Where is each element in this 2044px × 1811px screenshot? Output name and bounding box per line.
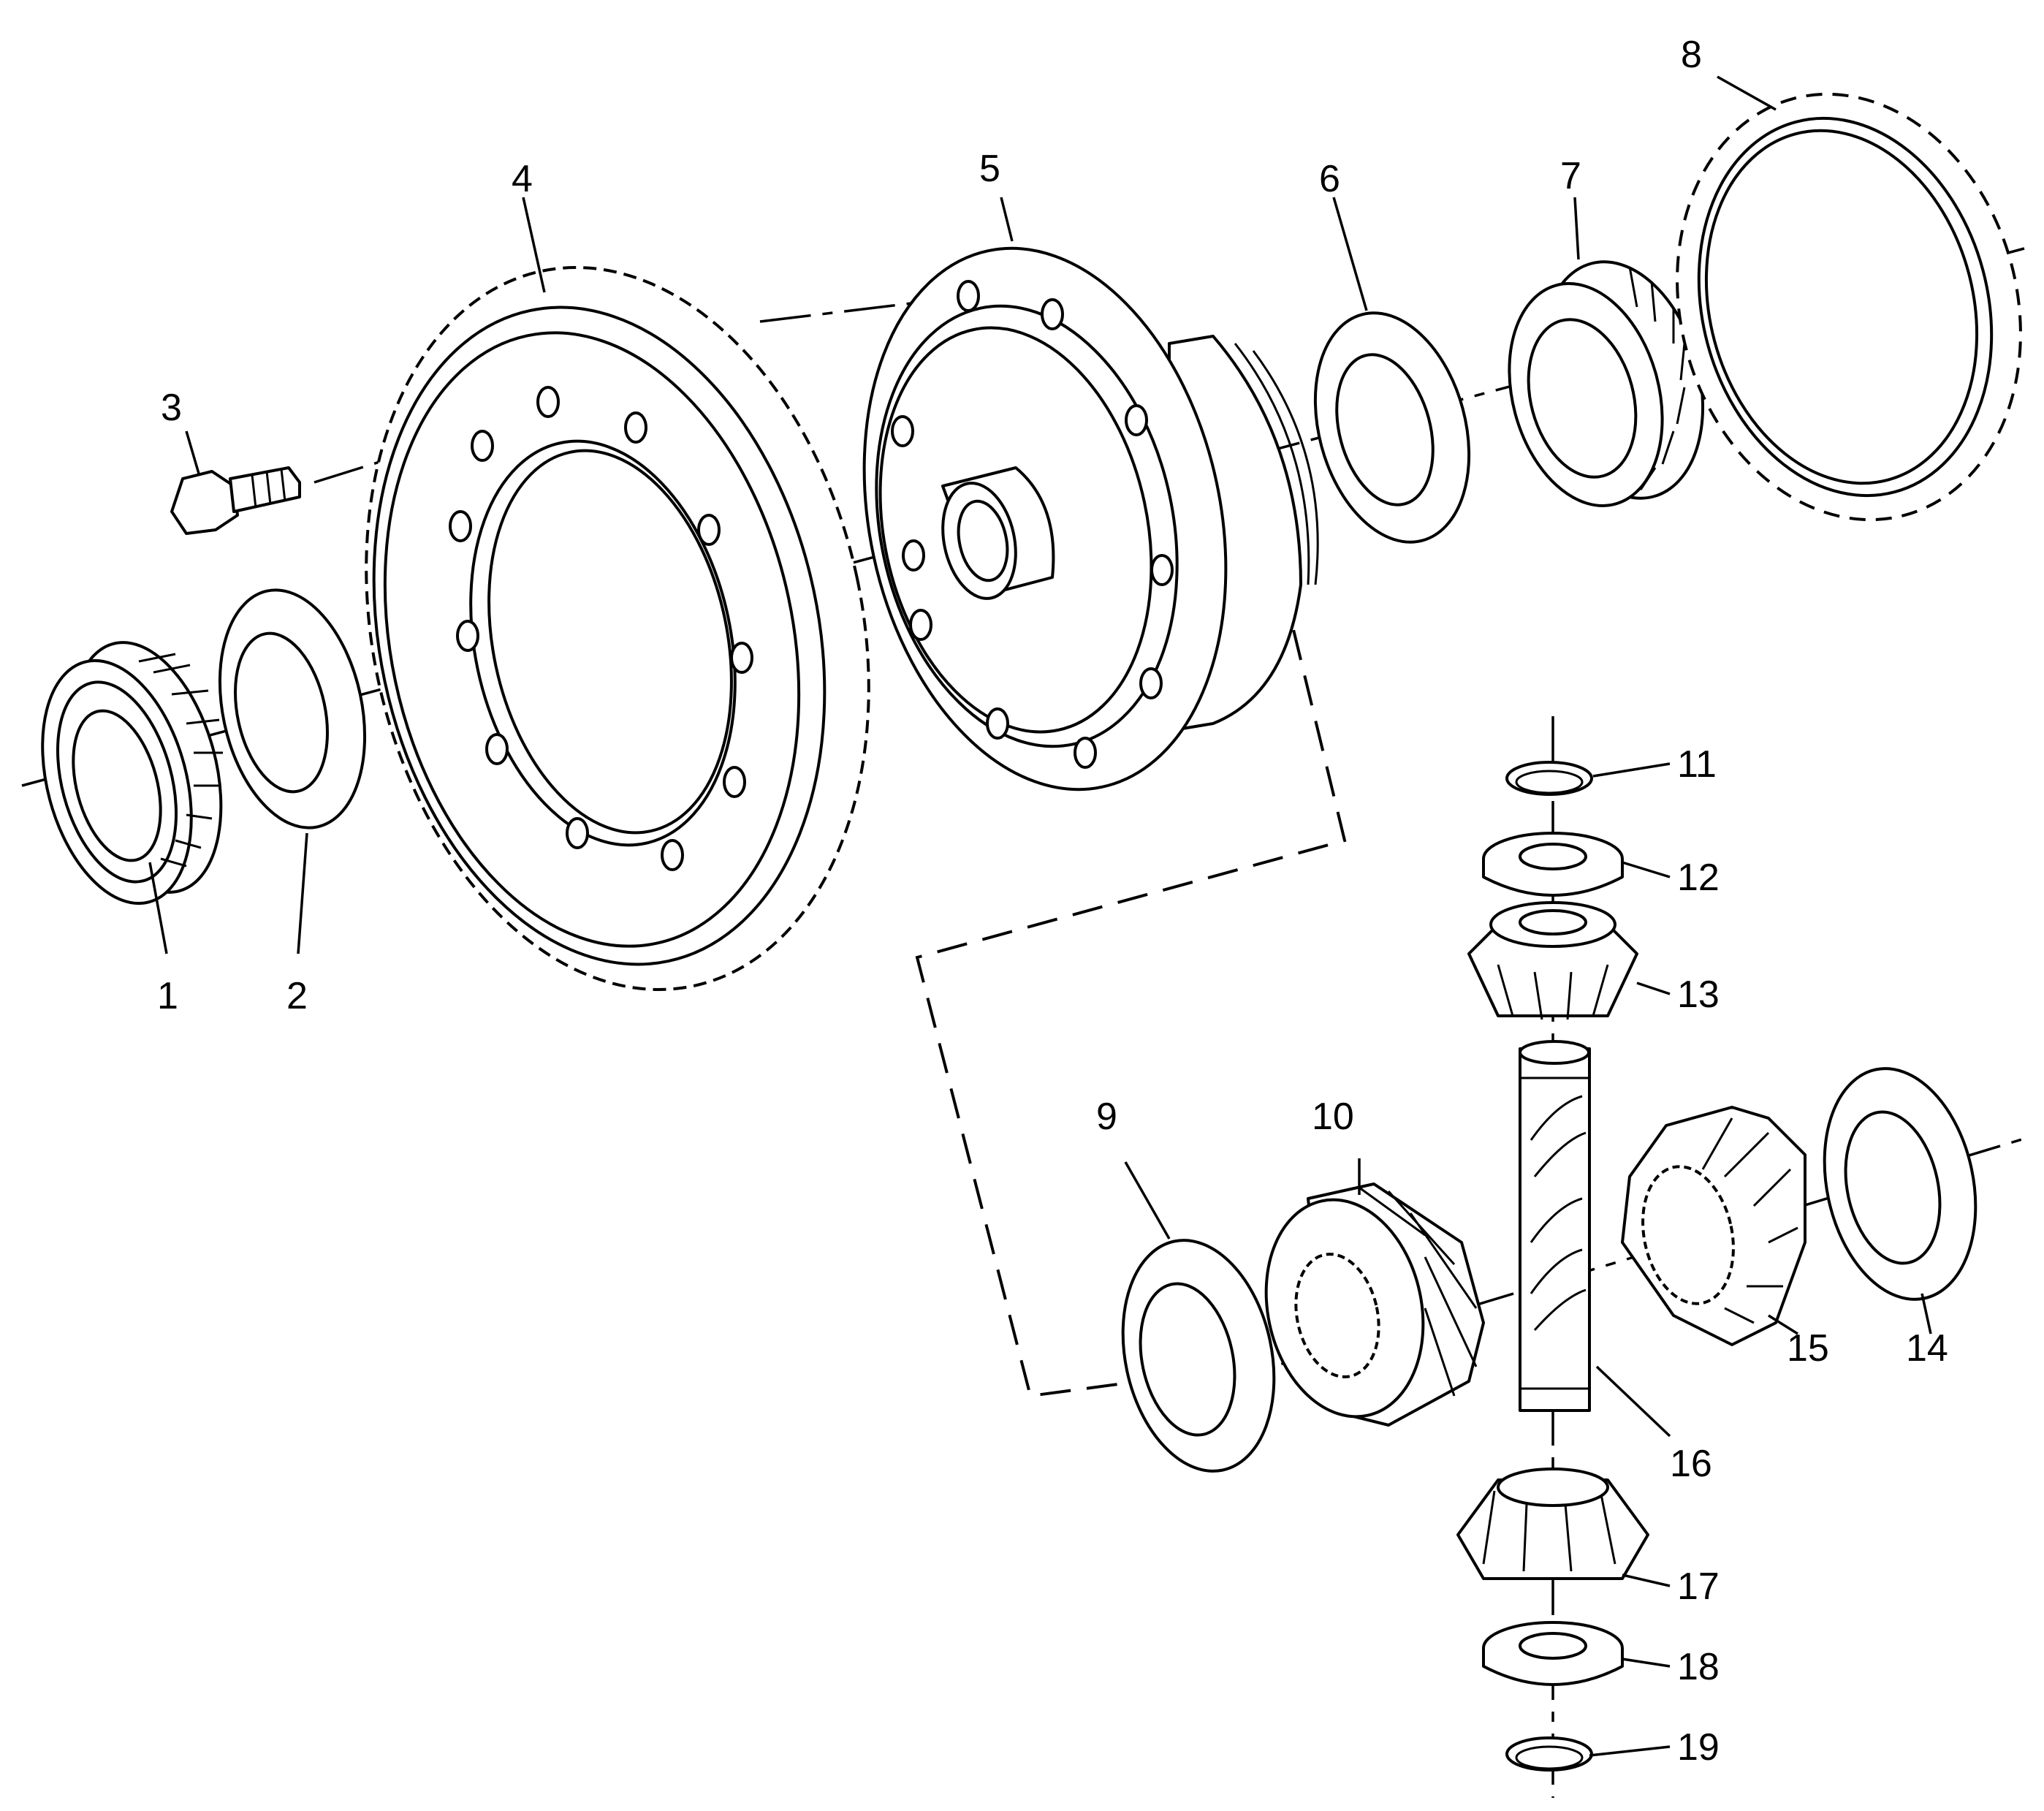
callout-12: 12: [1677, 857, 1720, 899]
callout-2: 2: [286, 975, 308, 1017]
callout-13: 13: [1677, 973, 1720, 1016]
callout-10: 10: [1312, 1096, 1354, 1138]
callout-14: 14: [1906, 1327, 1948, 1370]
washer-6: [1313, 311, 1471, 544]
sub-assembly-boundary: [915, 584, 1347, 1398]
washer-9: [1121, 1239, 1276, 1473]
callout-6: 6: [1319, 158, 1340, 200]
bearing-left: [41, 641, 223, 906]
callout-18: 18: [1677, 1646, 1720, 1688]
snap-ring-19: [1505, 1736, 1593, 1772]
callout-labels: 1 2 3 4 5 6 7 8 9 10 11 12 13 14 15 16 1…: [157, 34, 1948, 1769]
ring-gear: [365, 265, 870, 992]
callout-3: 3: [161, 387, 182, 429]
callout-8: 8: [1681, 34, 1702, 76]
snap-ring-11: [1505, 761, 1593, 796]
callout-5: 5: [979, 148, 1000, 190]
washer-14: [1823, 1067, 1977, 1301]
pinion-shaft-16: [1519, 1040, 1591, 1412]
callout-11: 11: [1677, 743, 1717, 786]
leader-lines: [148, 75, 1932, 1757]
pinion-gear-13: [1467, 901, 1638, 1020]
tone-ring: [1676, 92, 2022, 522]
callout-16: 16: [1670, 1443, 1712, 1485]
bearing-right: [1508, 260, 1705, 507]
side-gear-right: [1621, 1106, 1806, 1346]
bolt-3: [170, 466, 301, 535]
callout-4: 4: [512, 158, 533, 200]
pinion-gear-17: [1456, 1468, 1649, 1580]
differential-case: [862, 246, 1319, 791]
callout-7: 7: [1560, 155, 1581, 197]
callout-17: 17: [1677, 1565, 1720, 1608]
callout-1: 1: [157, 975, 178, 1017]
side-gear-left: [1264, 1182, 1485, 1427]
washer-12: [1482, 832, 1624, 897]
washer-18: [1482, 1621, 1624, 1686]
washer-2: [218, 588, 367, 829]
callout-9: 9: [1096, 1096, 1117, 1138]
callout-15: 15: [1787, 1327, 1829, 1370]
callout-19: 19: [1677, 1726, 1720, 1769]
